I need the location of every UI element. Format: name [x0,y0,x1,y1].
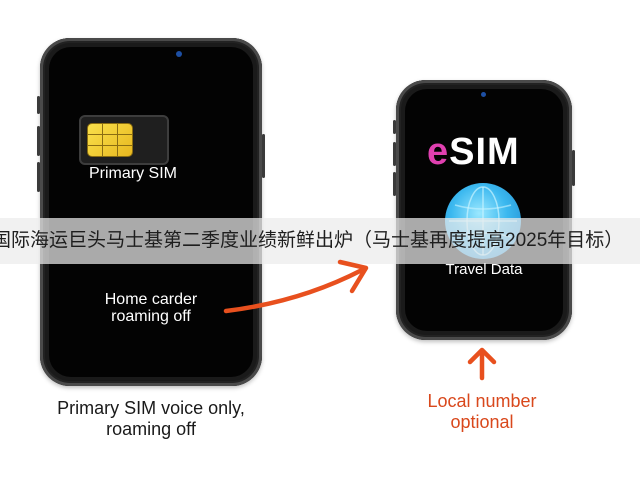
sim-chip [87,123,133,157]
side-button [393,120,396,134]
phone-screen: eSIM Travel Data [405,89,563,331]
phone-screen: Primary SIM Home carder roaming off [49,47,253,377]
power-button [262,134,265,178]
local-number-caption: Local number optional [392,391,572,433]
arrow-up-icon [467,347,497,381]
caption-line-2: optional [450,412,514,432]
caption-line-1: Primary SIM voice only, [57,398,245,418]
esim-suffix: SIM [449,131,520,173]
caption-line-2: roaming off [106,419,196,439]
caption-line-1: Local number [427,391,537,411]
roaming-line-1: Home carder [104,291,198,308]
volume-up-button [393,142,396,166]
travel-data-label: Travel Data [445,261,523,278]
volume-up-button [37,126,40,156]
primary-sim-label: Primary SIM [89,165,177,182]
roaming-line-2: roaming off [111,308,191,325]
primary-sim-caption: Primary SIM voice only, roaming off [20,398,282,440]
headline-banner-text[interactable]: 国际海运巨头马士基第二季度业绩新鲜出炉（马士基再度提高2025年目标） [0,230,624,251]
power-button [572,150,575,186]
front-camera [481,92,486,97]
primary-sim-phone: Primary SIM Home carder roaming off [37,38,265,386]
sim-card-icon [79,115,169,165]
volume-down-button [393,172,396,196]
roaming-status: Home carder roaming off [49,291,253,325]
esim-phone: eSIM Travel Data [393,80,575,340]
esim-prefix: e [427,131,450,173]
side-button [37,96,40,114]
volume-down-button [37,162,40,192]
esim-title: eSIM [427,131,520,174]
front-camera [176,51,182,57]
headline-banner [0,218,640,264]
